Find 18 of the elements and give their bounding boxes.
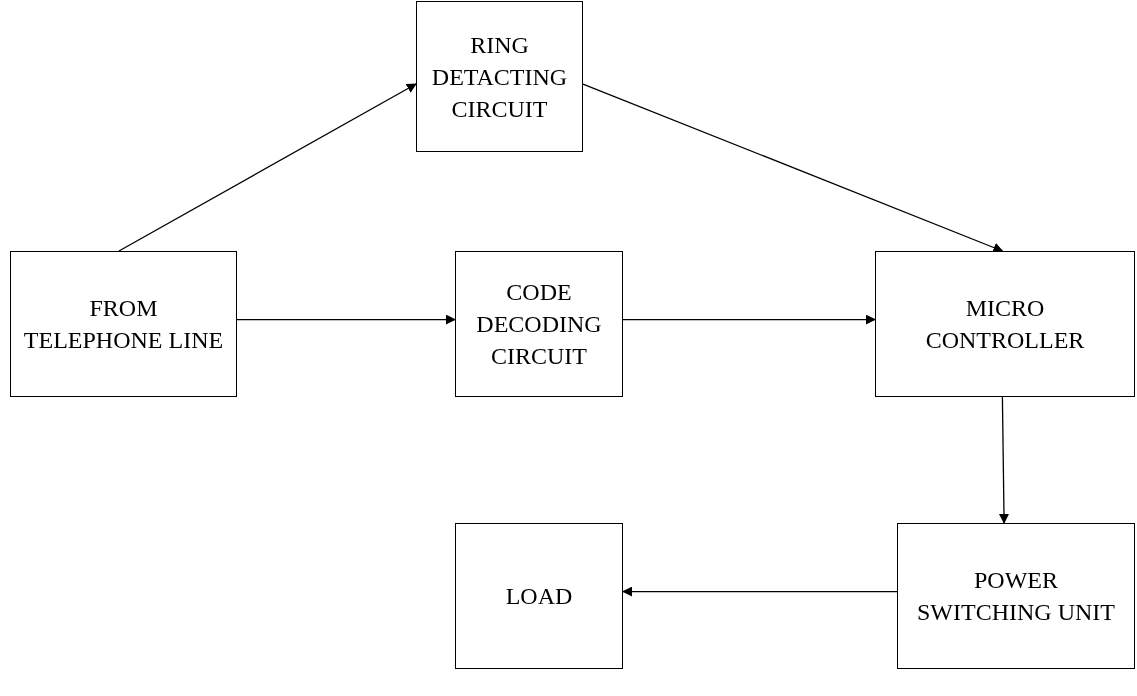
box-label: MICRO CONTROLLER bbox=[924, 294, 1086, 355]
arrow bbox=[999, 396, 1009, 524]
box-label: POWER SWITCHING UNIT bbox=[916, 566, 1116, 627]
box-label: LOAD bbox=[505, 582, 573, 611]
box-label: CODE DECODING CIRCUIT bbox=[475, 278, 603, 371]
process-box bbox=[416, 1, 583, 152]
arrow bbox=[622, 586, 898, 597]
arrow bbox=[236, 314, 456, 325]
arrow bbox=[582, 83, 1004, 253]
box-label: FROM TELEPHONE LINE bbox=[23, 294, 224, 355]
arrow bbox=[622, 314, 876, 325]
arrow bbox=[118, 83, 417, 252]
process-box bbox=[455, 523, 623, 669]
process-box bbox=[455, 251, 623, 397]
box-label: RING DETACTING CIRCUIT bbox=[430, 30, 569, 124]
process-box bbox=[10, 251, 237, 397]
process-box bbox=[897, 523, 1135, 669]
process-box bbox=[875, 251, 1135, 397]
